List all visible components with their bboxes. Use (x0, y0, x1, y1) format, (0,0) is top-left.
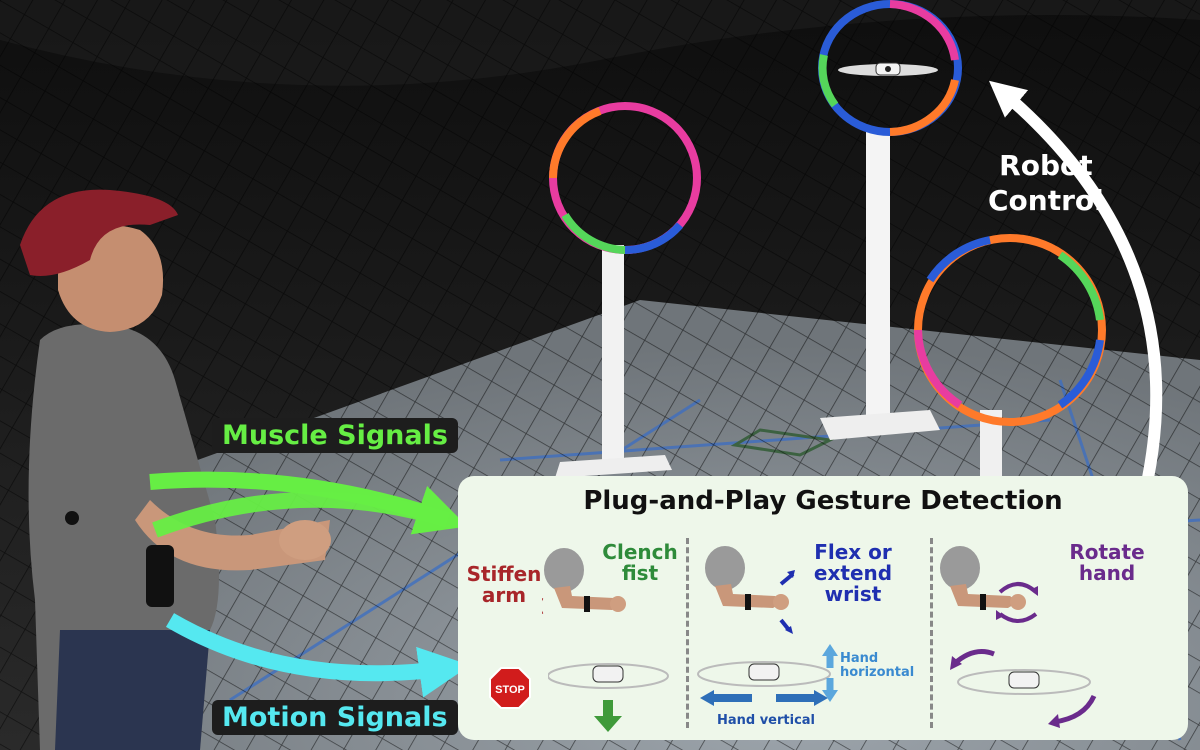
flying-drone-icon (838, 62, 938, 76)
rotate-hand-line1: Rotate (1069, 540, 1145, 564)
arm-stiffen-icon (542, 548, 626, 614)
hoop-top (818, 0, 962, 136)
muscle-signal-arrow-2 (152, 491, 451, 538)
flex-wrist-label: Flex or extend wrist (798, 542, 908, 605)
hoop-stand-left (555, 245, 672, 478)
hoop-right (914, 234, 1106, 426)
stiffen-arm-label: Stiffen arm (464, 564, 544, 606)
flex-wrist-line3: wrist (824, 582, 882, 606)
clench-fist-line2: fist (621, 561, 659, 585)
hand-horizontal-line2: horizontal (840, 664, 915, 680)
person (20, 189, 331, 750)
panel-divider-2 (930, 538, 933, 728)
arm-rotate-icon (940, 546, 1038, 623)
hand-vertical-label: Hand vertical (716, 713, 816, 728)
hand-horizontal-line1: Hand (840, 651, 879, 666)
arm-flex-wrist-icon (705, 546, 795, 634)
gesture-detection-panel: Plug-and-Play Gesture Detection Stiffen … (458, 476, 1188, 740)
rotate-hand-label: Rotate hand (1052, 542, 1162, 584)
robot-control-label-line2: Control (988, 184, 1104, 217)
stop-sign-text: STOP (495, 684, 525, 696)
armband-sensor (146, 545, 174, 607)
muscle-signals-label: Muscle Signals (212, 418, 458, 453)
stiffen-arm-line1: Stiffen (466, 562, 542, 586)
flex-wrist-line1: Flex or (814, 540, 892, 564)
hand-horizontal-label: Hand horizontal (840, 652, 926, 679)
red-cap (20, 189, 178, 276)
vertical-arrow-icon (822, 644, 838, 702)
hoop-stand-center (820, 130, 940, 440)
robot-control-label: Robot Control (988, 148, 1104, 218)
drone-rotate-icon (950, 649, 1097, 728)
drone-horizontal-icon (697, 661, 831, 706)
clench-fist-label: Clench fist (598, 542, 682, 584)
hoop-stand-right (980, 410, 1002, 480)
flex-wrist-line2: extend (813, 561, 893, 585)
hoop-left (549, 102, 701, 255)
stop-sign-icon: STOP (489, 667, 531, 709)
stiffen-arm-line2: arm (481, 583, 527, 607)
motion-signal-arrow (165, 613, 471, 698)
panel-title: Plug-and-Play Gesture Detection (583, 486, 1063, 516)
drone-down-icon (548, 663, 669, 732)
robot-control-label-line1: Robot (999, 149, 1093, 182)
clench-fist-line1: Clench (602, 540, 678, 564)
panel-divider-1 (686, 538, 689, 728)
rotate-hand-line2: hand (1078, 561, 1136, 585)
motion-signals-label: Motion Signals (212, 700, 458, 735)
